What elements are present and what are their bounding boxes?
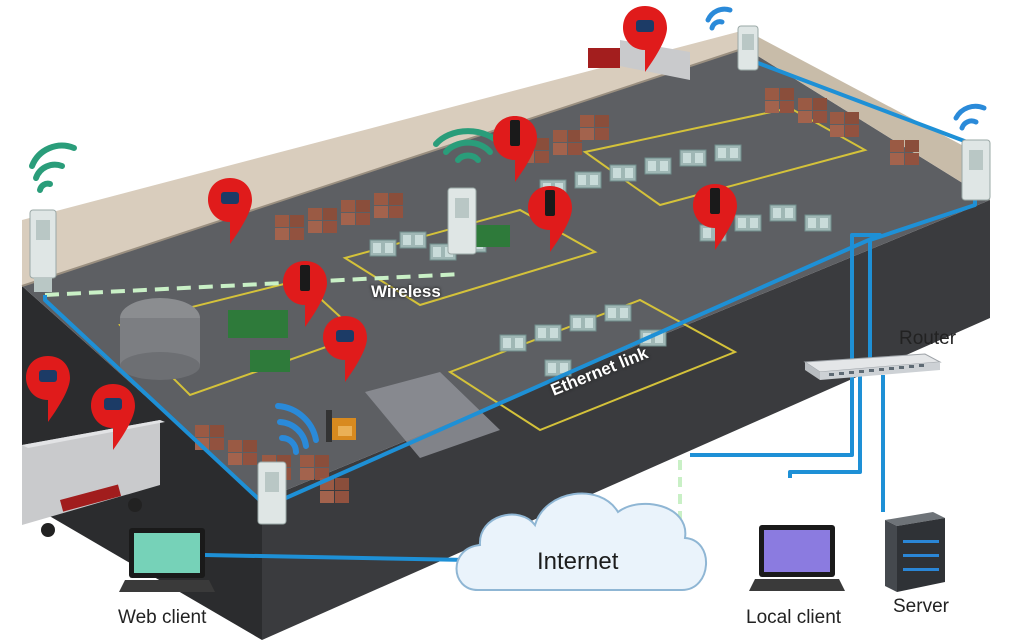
location-pin-icon — [693, 184, 737, 250]
right-wall — [745, 30, 990, 200]
production-machines — [120, 144, 832, 458]
location-pin-icon — [493, 116, 537, 182]
wifi-signal-icon — [705, 6, 733, 31]
wireless-label: Wireless — [371, 282, 441, 301]
laptop-icon — [119, 528, 215, 592]
location-pin-icon — [91, 384, 135, 450]
server-icon — [885, 512, 945, 592]
factory-floor — [22, 48, 990, 500]
internet-label: Internet — [537, 548, 619, 575]
wifi-signal-icon — [275, 403, 319, 455]
cloud-icon — [455, 492, 708, 591]
truck-icon — [588, 40, 690, 80]
access-point-icon — [257, 461, 287, 525]
location-pin-icon — [283, 261, 327, 327]
router-label: Router — [899, 328, 957, 349]
web-client-label: Web client — [118, 607, 207, 628]
ethernet-links — [43, 58, 977, 562]
access-point-icon — [447, 187, 477, 255]
location-pin-icon — [528, 186, 572, 252]
location-pin-icon — [208, 178, 252, 244]
wireless-dashed-link — [44, 272, 463, 297]
location-pin-icon — [26, 356, 70, 422]
wifi-signal-icon — [953, 103, 987, 131]
wifi-signal-icon — [29, 142, 77, 193]
router-icon — [803, 353, 942, 380]
access-point-icon — [29, 209, 57, 292]
access-point-icon — [961, 139, 991, 201]
location-pin-icon — [323, 316, 367, 382]
building-front-side — [262, 200, 990, 640]
factory-building — [21, 30, 990, 640]
local-client-label: Local client — [746, 607, 842, 628]
access-point-icon — [737, 25, 759, 71]
forklift-icon — [326, 410, 356, 442]
laptop-icon — [749, 525, 845, 591]
server-label: Server — [893, 596, 949, 617]
location-pin-icon — [623, 6, 667, 72]
truck-icon — [22, 420, 165, 537]
back-wall — [22, 30, 745, 286]
